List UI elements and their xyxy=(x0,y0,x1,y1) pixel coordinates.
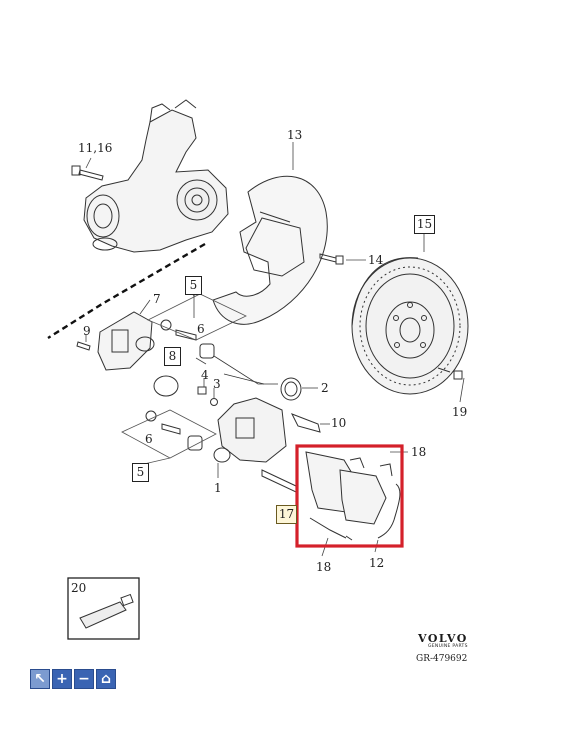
callout-6a[interactable]: 6 xyxy=(197,322,205,336)
highlight-box xyxy=(295,444,404,548)
callout-19[interactable]: 19 xyxy=(452,405,468,419)
callout-box-17[interactable]: 17 xyxy=(276,505,297,524)
grease-tube-drawing xyxy=(79,593,134,629)
brake-disc-drawing xyxy=(351,257,469,395)
diagram-reference: GR-479692 xyxy=(416,654,468,664)
viewer-toolbar: ↖ + − ⌂ xyxy=(30,669,116,689)
callout-box-15[interactable]: 15 xyxy=(414,215,435,234)
callout-2[interactable]: 2 xyxy=(321,381,329,395)
caliper-drawing xyxy=(213,397,297,493)
cursor-button[interactable]: ↖ xyxy=(30,669,50,689)
bolt-19-drawing xyxy=(437,367,463,380)
volvo-logo: VOLVO xyxy=(418,632,468,645)
grease-item-frame xyxy=(67,577,140,640)
callout-13[interactable]: 13 xyxy=(287,128,303,142)
callout-box-5a[interactable]: 5 xyxy=(185,276,202,295)
callout-14[interactable]: 14 xyxy=(368,253,384,267)
zoom-out-button[interactable]: − xyxy=(74,669,94,689)
zoom-out-icon: − xyxy=(78,671,90,687)
callout-9[interactable]: 9 xyxy=(83,324,91,338)
splash-shield-drawing xyxy=(212,175,328,325)
callout-11-16[interactable]: 11,16 xyxy=(78,141,113,155)
steering-knuckle-drawing xyxy=(83,99,229,253)
callout-3[interactable]: 3 xyxy=(213,377,221,391)
cursor-icon: ↖ xyxy=(34,671,46,687)
callout-6b[interactable]: 6 xyxy=(145,432,153,446)
callout-1[interactable]: 1 xyxy=(214,481,222,495)
callout-20[interactable]: 20 xyxy=(71,581,87,595)
callout-7[interactable]: 7 xyxy=(153,292,161,306)
brake-pads-drawing xyxy=(305,451,401,541)
caliper-top-drawing xyxy=(97,311,155,371)
callout-4[interactable]: 4 xyxy=(201,368,209,382)
bolt-11-drawing xyxy=(71,165,104,181)
zoom-in-icon: + xyxy=(56,671,68,687)
brand-tagline: GENUINE PARTS xyxy=(428,644,468,649)
callout-18b[interactable]: 18 xyxy=(316,560,332,574)
callout-18a[interactable]: 18 xyxy=(411,445,427,459)
callout-12[interactable]: 12 xyxy=(369,556,385,570)
zoom-in-button[interactable]: + xyxy=(52,669,72,689)
callout-box-5b[interactable]: 5 xyxy=(132,463,149,482)
home-button[interactable]: ⌂ xyxy=(96,669,116,689)
callout-10[interactable]: 10 xyxy=(331,416,347,430)
bolt-14-drawing xyxy=(319,253,344,265)
home-icon: ⌂ xyxy=(100,671,112,687)
callout-box-8[interactable]: 8 xyxy=(164,347,181,366)
